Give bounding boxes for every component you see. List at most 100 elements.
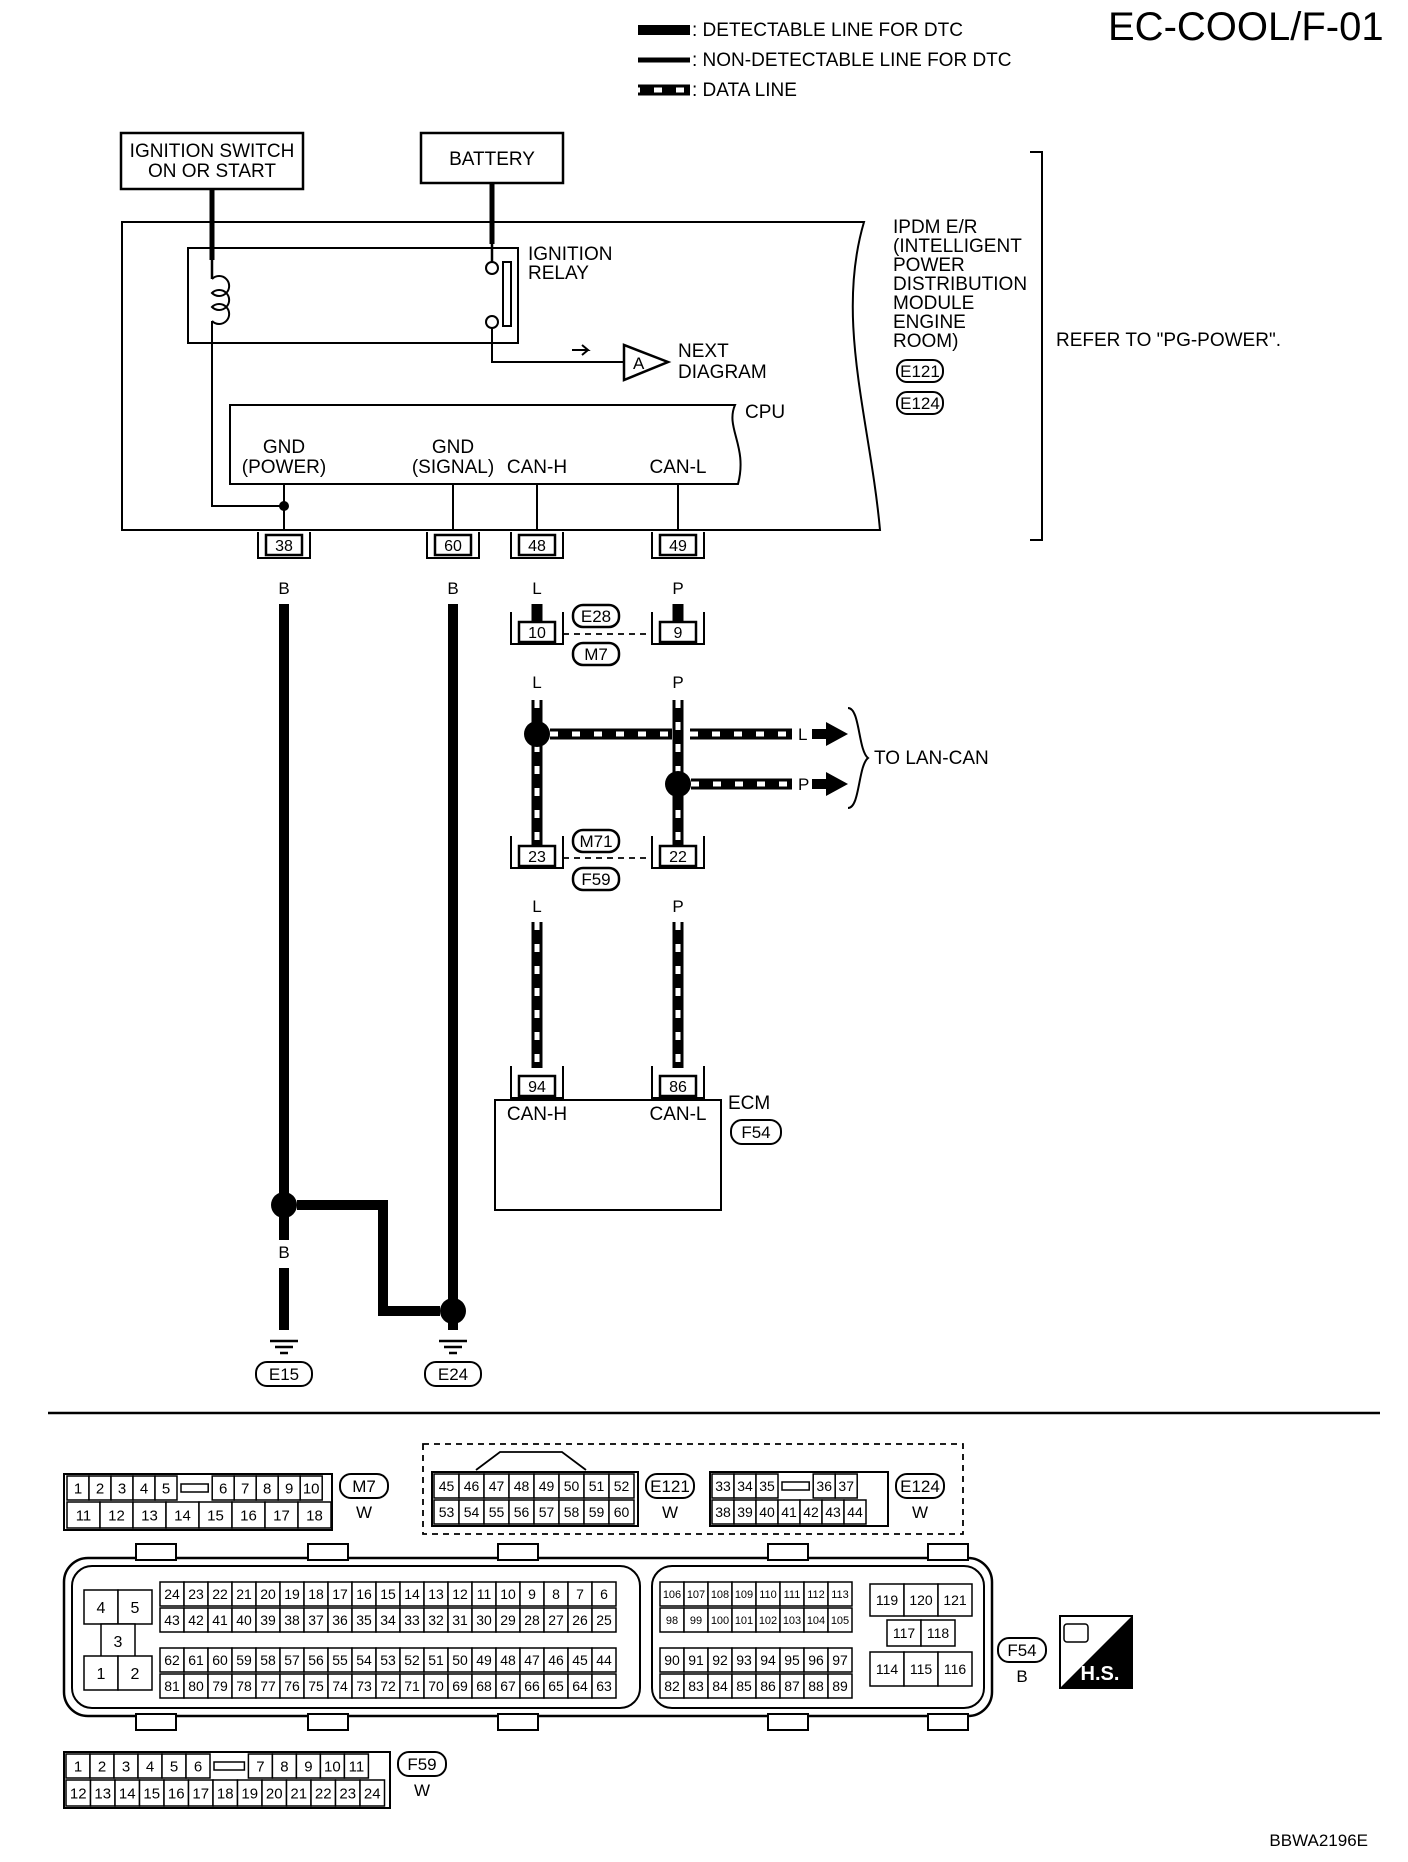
f54-pin: 84: [712, 1678, 728, 1694]
f59-pin: 12: [70, 1785, 87, 1802]
f54-pin: 117: [893, 1625, 916, 1641]
f54-pin: 115: [910, 1661, 933, 1677]
f54-pin: 9: [528, 1586, 536, 1602]
e121-cell: [458, 1473, 485, 1499]
f54-power-pin: 5: [131, 1600, 140, 1617]
f54-pin: 86: [760, 1678, 776, 1694]
wire-color-can-l-lower: P: [672, 897, 683, 916]
m7-pin: 13: [141, 1507, 158, 1524]
f54-cell: [231, 1581, 257, 1607]
ecm-connector: F54: [741, 1123, 770, 1142]
f59-cell: [271, 1753, 298, 1779]
e124-pin: 34: [737, 1478, 753, 1494]
f54-pin: 98: [666, 1615, 678, 1627]
ipdm-pin-49: 49: [651, 532, 705, 559]
f54-pin: 49: [476, 1652, 492, 1668]
e121-cell: [583, 1499, 610, 1525]
f54-cell: [495, 1581, 521, 1607]
e124-pin: 40: [759, 1504, 775, 1520]
f59-cell: [185, 1753, 211, 1779]
f54-cell: [303, 1673, 329, 1699]
f54-latch-tab: [767, 1713, 809, 1731]
ignition-switch-line2: ON OR START: [148, 161, 276, 182]
f54-pin: 56: [308, 1652, 324, 1668]
relay-coil-icon: [210, 275, 231, 325]
f54-pin: 24: [164, 1586, 180, 1602]
refer-text: REFER TO "PG-POWER".: [1056, 330, 1281, 351]
m7-pin: 12: [108, 1507, 125, 1524]
f59-cell: [343, 1753, 370, 1779]
lan-can-color-l: L: [798, 725, 807, 744]
m7-pin: 18: [306, 1507, 323, 1524]
svg-text:48: 48: [528, 538, 546, 555]
f54-pin: 48: [500, 1652, 516, 1668]
f54-cell: [779, 1607, 805, 1633]
f54-latch-tab: [497, 1713, 539, 1731]
e121-cell: [483, 1499, 510, 1525]
ground-junction-dot: [279, 501, 289, 511]
f54-cell: [471, 1607, 497, 1633]
e121-pin: 46: [464, 1478, 480, 1494]
e124-pin: 35: [759, 1478, 775, 1494]
f54-pin: 57: [284, 1652, 300, 1668]
diagram-title: EC-COOL/F-01: [1108, 5, 1384, 49]
wire-color-48: L: [532, 579, 541, 598]
f54-pin: 27: [548, 1612, 564, 1628]
f54-cell: [591, 1607, 617, 1633]
m7-color: W: [356, 1503, 372, 1522]
svg-text:49: 49: [669, 538, 687, 555]
e124-cell: [834, 1473, 858, 1499]
junction-upper-conn-top: E28: [581, 607, 611, 626]
cpu-gnd-signal-line2: (SIGNAL): [412, 457, 494, 478]
f59-pin: 20: [266, 1785, 283, 1802]
f54-pin: 108: [711, 1589, 729, 1601]
cpu-gnd-signal-line1: GND: [432, 437, 474, 458]
e124-id-label: E124: [900, 1477, 940, 1496]
m7-pin: 16: [240, 1507, 257, 1524]
f54-cell: [351, 1647, 377, 1673]
f54-cell: [423, 1647, 449, 1673]
f54-pin: 92: [712, 1652, 728, 1668]
f54-pin: 44: [596, 1652, 612, 1668]
f54-pin: 74: [332, 1678, 348, 1694]
wire-color-ground-mid: B: [377, 1243, 388, 1262]
f54-pin: 93: [736, 1652, 752, 1668]
footer-code: BBWA2196E: [1269, 1831, 1368, 1850]
f59-id-badge: [397, 1751, 447, 1777]
f54-cell: [731, 1607, 757, 1633]
f54-pin: 112: [807, 1589, 825, 1601]
e121-cell: [608, 1473, 635, 1499]
f54-pin: 28: [524, 1612, 540, 1628]
ipdm-line-4: DISTRIBUTION: [893, 274, 1027, 295]
f54-pin: 37: [308, 1612, 324, 1628]
f54-pin: 32: [428, 1612, 444, 1628]
f54-pin: 11: [477, 1586, 492, 1602]
f54-cell: [255, 1647, 281, 1673]
f54-pin: 17: [332, 1586, 348, 1602]
connector-key-slot: [781, 1481, 810, 1491]
f54-cell: [755, 1647, 781, 1673]
e124-pin: 33: [715, 1478, 731, 1494]
battery-box: BATTERY: [419, 131, 565, 185]
e121-pin: 50: [564, 1478, 580, 1494]
f59-pin: 1: [74, 1758, 82, 1775]
f54-pin: 81: [164, 1678, 180, 1694]
f54-pin: 94: [760, 1652, 776, 1668]
f54-pin: 31: [452, 1612, 468, 1628]
e121-pin: 53: [439, 1504, 455, 1520]
f54-pin: 30: [476, 1612, 492, 1628]
ground-crossover-wire: [297, 1200, 440, 1316]
e124-pin: 38: [715, 1504, 731, 1520]
connector-key-slot: [180, 1483, 209, 1493]
f54-pin: 52: [404, 1652, 420, 1668]
f54-pin: 51: [428, 1652, 444, 1668]
f54-cell: [279, 1581, 305, 1607]
f54-latch-tab: [307, 1543, 349, 1561]
cpu-gnd-power-line2: (POWER): [242, 457, 326, 478]
f54-pin: 42: [188, 1612, 204, 1628]
f54-cell: [731, 1647, 757, 1673]
m7-id-badge: [339, 1473, 389, 1499]
